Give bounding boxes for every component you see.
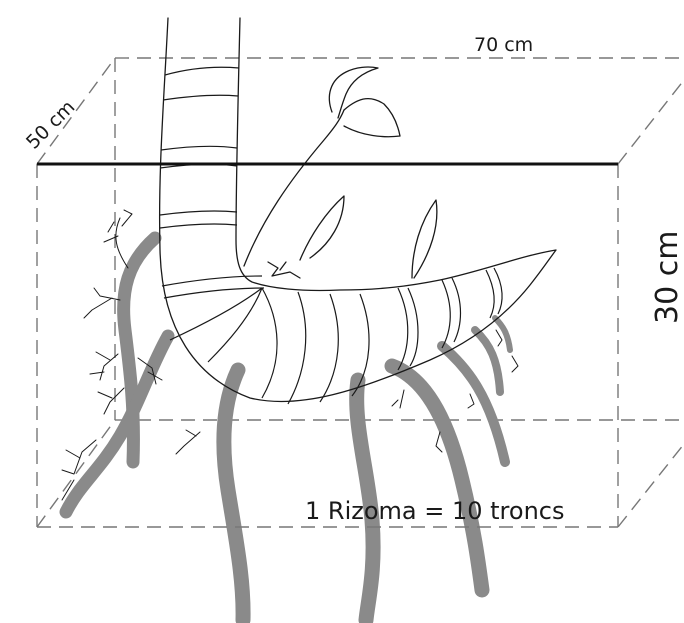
height-label: 30 cm (650, 231, 684, 324)
rhizome (160, 18, 556, 404)
roots (66, 238, 510, 620)
shoots (244, 67, 437, 278)
width-label: 70 cm (474, 34, 533, 56)
caption: 1 Rizoma = 10 troncs (305, 497, 565, 525)
